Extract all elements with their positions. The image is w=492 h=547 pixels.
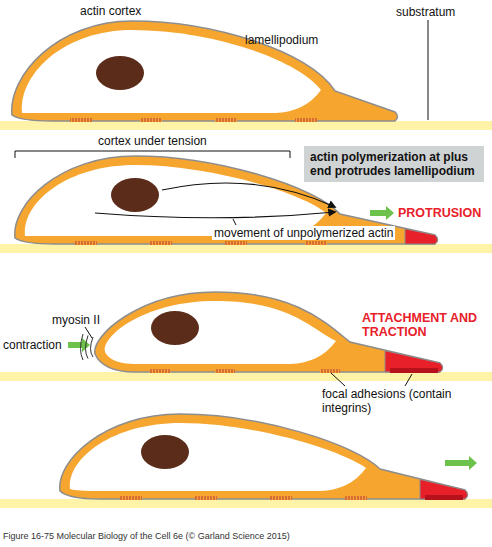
focal-adhesion [390,368,438,373]
structure-label: focal adhesions (contain integrins) [322,387,462,415]
leader-line [233,219,236,225]
substratum-band [0,121,492,130]
substratum-band [0,244,492,253]
structure-label: movement of unpolymerized actin [212,226,395,240]
cell [60,414,468,500]
cell [12,21,398,122]
structure-label: actin cortex [80,4,141,18]
leader-line [85,327,92,338]
leader-line [15,151,290,158]
bracket-label: cortex under tension [98,134,207,148]
structure-label: lamellipodium [245,33,318,47]
contraction-mark [81,334,84,360]
substratum-band [0,372,492,381]
step-label: PROTRUSION [398,206,481,220]
structure-label: substratum [396,5,455,19]
flow-arrow [95,212,335,218]
step-label: ATTACHMENT AND TRACTION [362,311,488,339]
leader-line [405,374,412,386]
substratum-band [0,499,492,508]
action-label: contraction [3,338,62,352]
structure-label: myosin II [52,313,100,327]
focal-adhesion [425,495,463,500]
leader-line [428,20,429,120]
note-box: actin polymerization at plus end protrud… [304,146,484,182]
direction-arrow [445,456,477,470]
contraction-mark [91,337,94,357]
leader-line [331,373,345,386]
note-text: actin polymerization at plus end protrud… [310,150,478,178]
flow-arrow [162,183,335,207]
figure-caption: Figure 16-75 Molecular Biology of the Ce… [3,531,290,542]
direction-arrow [370,206,394,220]
contraction-mark [86,336,89,359]
